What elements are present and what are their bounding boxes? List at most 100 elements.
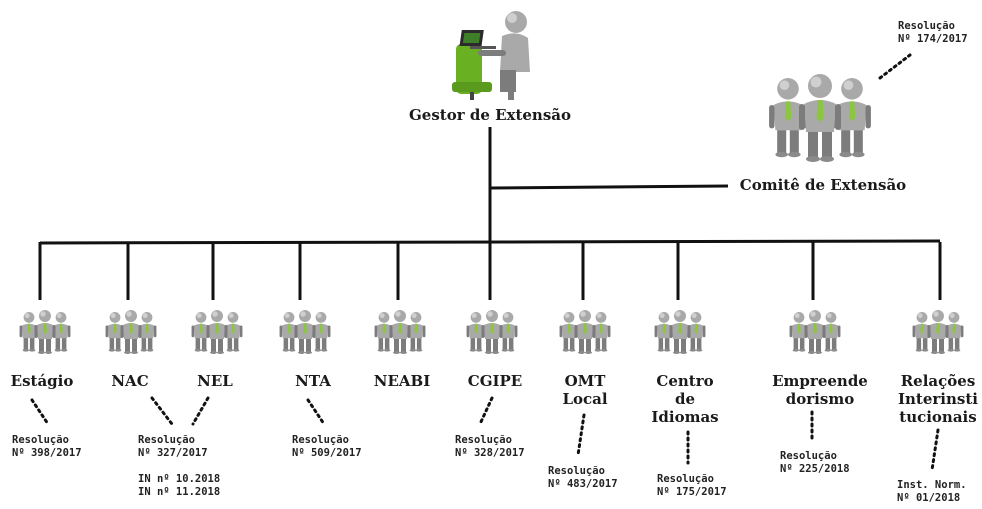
- person-head-highlight: [596, 313, 602, 319]
- unit-label-relacoes-line3: tucionais: [899, 408, 977, 426]
- person-leg-left: [299, 339, 304, 352]
- person-head-highlight: [196, 313, 202, 319]
- person-foot-left: [282, 348, 289, 352]
- person-arm-left: [389, 325, 393, 338]
- nac-nel-ref-line2: Nº 327/2017: [138, 447, 208, 459]
- nac-nel-ref-line3: IN nº 10.2018: [138, 473, 221, 485]
- person-head-highlight: [779, 80, 790, 91]
- person-head-highlight: [675, 311, 681, 317]
- person-arm-right: [138, 325, 142, 338]
- person-leg-right: [853, 130, 863, 154]
- person-foot-left: [775, 151, 788, 158]
- person-tie: [784, 101, 792, 122]
- person-head-highlight: [794, 313, 800, 319]
- person-head-highlight: [487, 311, 493, 317]
- person-foot-right: [492, 351, 499, 354]
- person-foot-left: [393, 351, 400, 354]
- person-leg-left: [948, 338, 954, 350]
- person-foot-right: [201, 348, 208, 352]
- person-tie: [59, 323, 63, 334]
- person-foot-left: [22, 348, 29, 352]
- cgipe-ref-line2: Nº 328/2017: [455, 447, 525, 459]
- person-leg-left: [841, 130, 851, 154]
- person-tie: [694, 323, 698, 334]
- person-foot-left: [377, 348, 384, 352]
- person-arm-left: [927, 325, 931, 338]
- person-arm-left: [19, 325, 23, 338]
- person-leg-right: [401, 339, 406, 352]
- team-icon-estagio: [19, 310, 71, 354]
- person-tie: [813, 323, 817, 334]
- person-figure: [591, 312, 611, 352]
- person-foot-left: [806, 156, 820, 162]
- person-figure: [34, 310, 56, 354]
- unit-label-empreendedorismo: Empreende dorismo: [770, 372, 870, 408]
- person-tie: [490, 323, 494, 334]
- person-tie: [816, 100, 824, 122]
- person-figure: [927, 310, 949, 354]
- person-figure: [389, 310, 411, 354]
- person-head: [394, 310, 406, 322]
- person-arm-right: [407, 325, 411, 338]
- person-head-highlight: [40, 311, 46, 317]
- centro-ref-line2: Nº 175/2017: [657, 486, 727, 498]
- person-foot-right: [321, 348, 328, 352]
- person-foot-right: [585, 351, 592, 354]
- person-foot-left: [824, 348, 831, 352]
- person-tie: [215, 323, 219, 334]
- person-head-highlight: [379, 313, 385, 319]
- person-leg-left: [125, 339, 130, 352]
- person-head-highlight: [659, 313, 665, 319]
- person-leg-left: [486, 339, 491, 352]
- person-head: [109, 312, 121, 323]
- person-foot-left: [298, 351, 305, 354]
- team-icon-cgipe: [466, 310, 518, 354]
- person-head: [825, 312, 837, 323]
- person-leg-left: [39, 339, 44, 352]
- unit-label-nel: NEL: [197, 372, 233, 390]
- comite-team-icon: [769, 74, 871, 162]
- person-leg-right: [831, 338, 837, 350]
- nac-nel-ref-line1: Resolução: [138, 434, 195, 446]
- person-head: [658, 312, 670, 323]
- comite-ref-line1: Resolução: [898, 20, 955, 32]
- person-foot-left: [808, 351, 815, 354]
- person-figure: [559, 312, 579, 352]
- person-foot-right: [852, 151, 865, 158]
- person-leg-right: [822, 132, 832, 158]
- person-head-highlight: [810, 311, 816, 317]
- person-leg-left: [394, 339, 399, 352]
- person-head: [841, 78, 863, 100]
- person-arm-right: [422, 325, 426, 338]
- person-leg-left: [674, 339, 679, 352]
- unit-label-omt-line2: Local: [562, 390, 608, 408]
- gestor-head-highlight: [507, 13, 517, 23]
- person-head: [777, 78, 799, 100]
- person-head: [808, 74, 832, 98]
- person-arm-right: [327, 325, 331, 338]
- person-arm-left: [912, 325, 916, 338]
- person-figure: [574, 310, 596, 354]
- unit-label-cgipe: CGIPE: [467, 372, 523, 390]
- person-arm-left: [481, 325, 485, 338]
- person-figure: [789, 312, 809, 352]
- person-tie: [145, 323, 149, 334]
- unit-label-relacoes-line2: Interinsti: [898, 390, 978, 408]
- person-head: [410, 312, 422, 323]
- person-head: [125, 310, 137, 322]
- person-arm-left: [34, 325, 38, 338]
- unit-label-empreende-line2: dorismo: [785, 390, 855, 408]
- person-tie: [303, 323, 307, 334]
- person-leg-right: [681, 339, 686, 352]
- nac-nel-resolution: Resolução Nº 327/2017 IN nº 10.2018 IN n…: [138, 434, 220, 499]
- gestor-chair-back: [456, 44, 482, 94]
- person-leg-left: [793, 338, 799, 350]
- person-foot-left: [578, 351, 585, 354]
- unit-label-omt-line1: OMT: [564, 372, 606, 390]
- person-tie: [113, 323, 117, 334]
- empreende-ref-line2: Nº 225/2018: [780, 463, 850, 475]
- team-icon-omt: [559, 310, 611, 354]
- person-leg-right: [586, 339, 591, 352]
- person-arm-left: [789, 325, 793, 338]
